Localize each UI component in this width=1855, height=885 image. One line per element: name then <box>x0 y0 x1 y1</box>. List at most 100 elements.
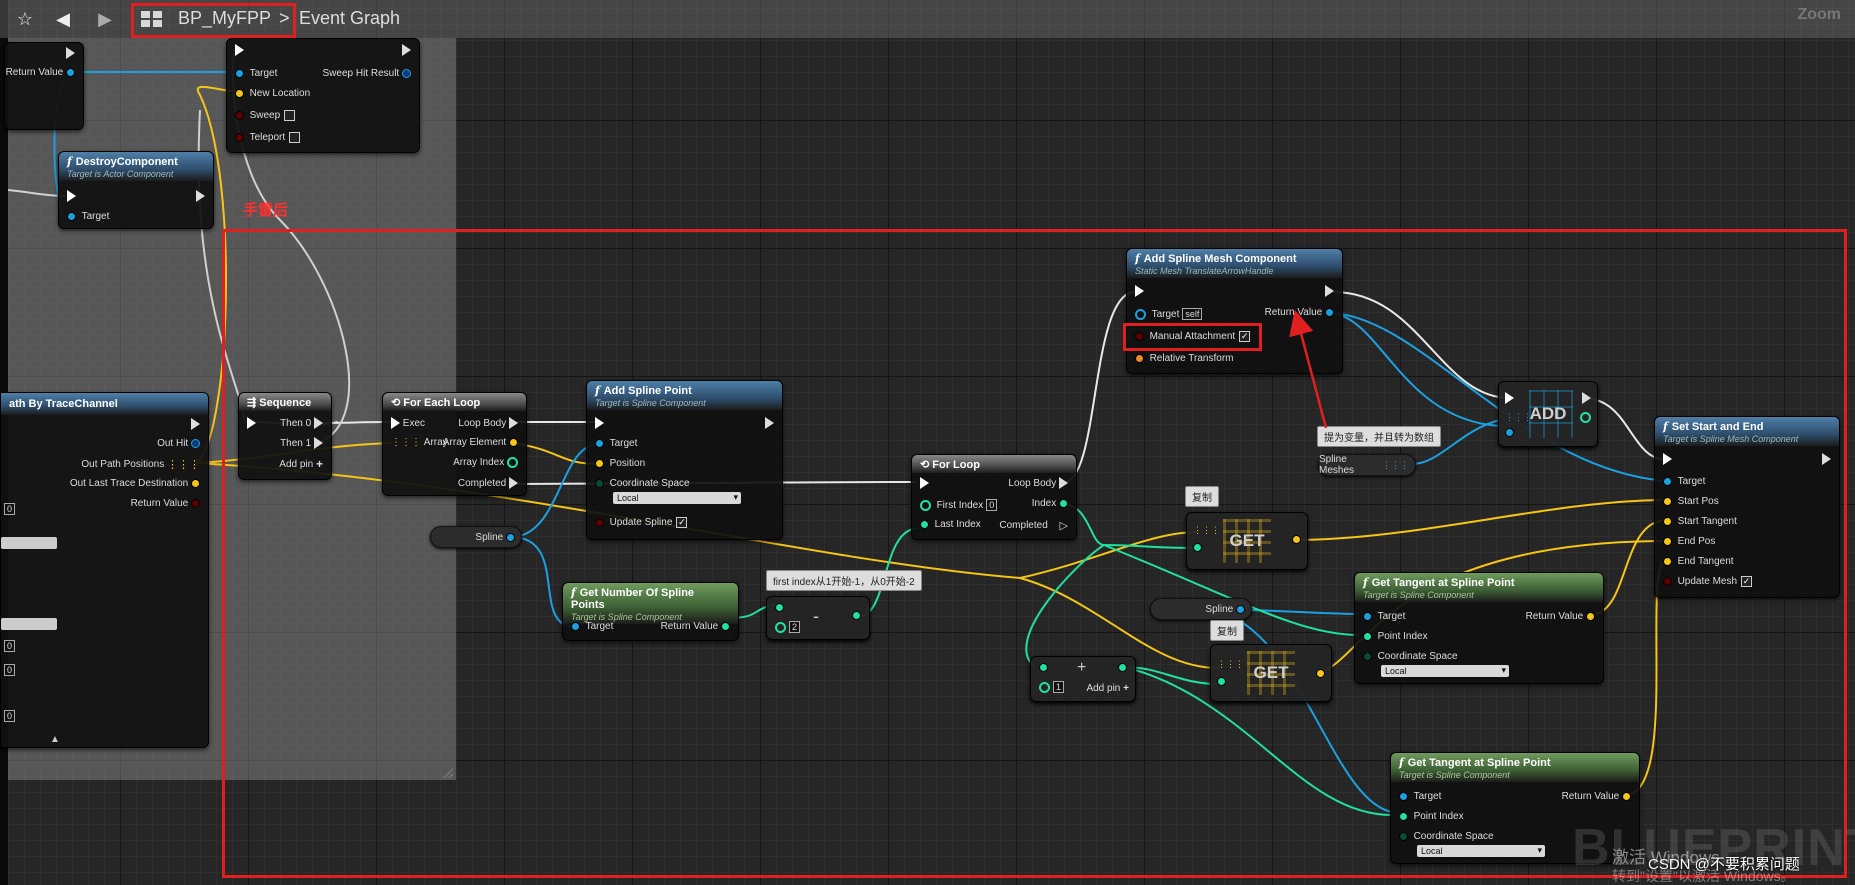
return-value-pin[interactable] <box>191 499 200 508</box>
variable-out-pin[interactable] <box>506 532 515 542</box>
field-a-input[interactable]: 0 <box>4 503 16 515</box>
add-pin-button[interactable]: Add pin + <box>279 457 323 471</box>
node-set-location[interactable]: Target Sweep Hit Result New Location Swe… <box>226 38 420 153</box>
comment-resize-handle[interactable] <box>443 768 453 778</box>
array-index-pin[interactable] <box>507 457 518 468</box>
node-get-2[interactable]: GET ⋮⋮⋮ <box>1210 644 1332 702</box>
sweep-hit-result-pin[interactable] <box>402 69 411 78</box>
array-pin-icon[interactable]: ⋮⋮⋮ <box>1382 459 1409 470</box>
dropdown-b[interactable] <box>1 618 57 630</box>
out-hit-pin[interactable] <box>191 439 200 448</box>
exec-in-pin[interactable] <box>67 190 76 202</box>
exec-out-pin[interactable] <box>196 190 205 202</box>
input-b-value[interactable]: 1 <box>1053 681 1065 693</box>
exec-in-pin[interactable] <box>595 417 604 429</box>
array-element-pin[interactable] <box>509 438 518 447</box>
variable-out-pin[interactable] <box>1236 604 1245 614</box>
return-value-pin[interactable] <box>721 622 730 631</box>
loop-body-pin[interactable] <box>509 417 518 429</box>
exec-out-pin[interactable] <box>66 47 75 59</box>
out-last-trace-pin[interactable] <box>191 479 200 488</box>
input-a-pin[interactable] <box>1039 663 1048 672</box>
star-icon[interactable]: ☆ <box>16 8 34 29</box>
then0-pin[interactable] <box>314 417 323 429</box>
node-for-each-loop[interactable]: ⟲ For Each Loop Exec ⋮⋮⋮ Array Loop Body… <box>382 392 527 496</box>
exec-in-pin[interactable] <box>235 44 244 56</box>
target-pin[interactable] <box>1363 612 1372 621</box>
target-pin[interactable] <box>595 439 604 448</box>
output-pin[interactable] <box>1118 663 1127 672</box>
node-spline-meshes-variable[interactable]: Spline Meshes ⋮⋮⋮ <box>1318 454 1416 476</box>
item-in-pin[interactable] <box>1505 428 1514 437</box>
coordinate-space-pin[interactable] <box>1399 832 1408 841</box>
exec-out-pin[interactable] <box>1582 392 1591 404</box>
coordinate-space-pin[interactable] <box>595 479 604 488</box>
index-pin[interactable] <box>1059 499 1068 508</box>
node-get-1[interactable]: GET ⋮⋮⋮ <box>1186 512 1308 570</box>
exec-in-pin[interactable] <box>1135 285 1144 297</box>
add-pin-button[interactable]: Add pin + <box>1086 683 1129 694</box>
array-in-pin[interactable]: ⋮⋮⋮ <box>1505 412 1532 422</box>
manual-attachment-pin[interactable] <box>1135 332 1144 341</box>
input-b-pin[interactable] <box>775 621 786 633</box>
update-mesh-checkbox[interactable]: ✓ <box>1741 576 1753 587</box>
breadcrumb-graph[interactable]: Event Graph <box>299 8 401 28</box>
coordinate-space-dropdown[interactable]: Local <box>1381 665 1509 677</box>
first-index-pin[interactable] <box>920 499 931 511</box>
input-a-pin[interactable] <box>775 603 784 612</box>
first-index-value[interactable]: 0 <box>986 499 998 511</box>
output-pin[interactable] <box>852 611 861 620</box>
return-value-pin[interactable] <box>1586 612 1595 621</box>
field-c-input[interactable]: 0 <box>4 664 16 676</box>
exec-out-pin[interactable] <box>1822 453 1831 465</box>
end-pos-pin[interactable] <box>1663 537 1672 546</box>
sweep-pin[interactable] <box>235 111 244 120</box>
exec-out-pin[interactable] <box>1325 285 1334 297</box>
array-in-pin[interactable]: ⋮⋮⋮ <box>1217 659 1244 669</box>
node-spline-variable-2[interactable]: Spline <box>1150 598 1252 620</box>
node-spline-variable-1[interactable]: Spline <box>430 526 522 548</box>
dropdown-a[interactable] <box>1 537 57 549</box>
field-b-input[interactable]: 0 <box>4 640 16 652</box>
back-arrow-icon[interactable]: ◀ <box>56 8 70 29</box>
then1-pin[interactable] <box>314 437 323 449</box>
item-out-pin[interactable] <box>1292 535 1301 544</box>
field-d-input[interactable]: 0 <box>4 710 16 722</box>
collapse-arrow-icon[interactable]: ▲ <box>50 734 60 745</box>
target-pin[interactable] <box>67 212 76 221</box>
node-sequence[interactable]: ⇶ Sequence Then 0 Then 1 Add pin + <box>238 392 332 480</box>
last-index-pin[interactable] <box>920 520 929 529</box>
exec-in-pin[interactable] <box>391 417 400 429</box>
return-value-pin[interactable] <box>1325 308 1334 317</box>
new-location-pin[interactable] <box>235 89 244 98</box>
node-trace-channel[interactable]: ath By TraceChannel Out Hit Out Path Pos… <box>0 392 209 748</box>
update-spline-checkbox[interactable]: ✓ <box>676 517 688 528</box>
target-pin[interactable] <box>235 69 244 78</box>
point-index-pin[interactable] <box>1399 812 1408 821</box>
item-out-pin[interactable] <box>1316 669 1325 678</box>
exec-out-pin[interactable] <box>191 418 200 430</box>
forward-arrow-icon[interactable]: ▶ <box>98 8 112 29</box>
target-pin[interactable] <box>1663 477 1672 486</box>
coordinate-space-dropdown[interactable]: Local <box>1417 845 1545 857</box>
start-tangent-pin[interactable] <box>1663 517 1672 526</box>
index-out-pin[interactable] <box>1580 412 1591 423</box>
loop-body-pin[interactable] <box>1059 477 1068 489</box>
target-pin[interactable] <box>1399 792 1408 801</box>
array-in-pin[interactable]: ⋮⋮⋮ <box>1193 525 1220 535</box>
array-pin-icon[interactable]: ⋮⋮⋮ <box>167 459 200 471</box>
manual-attachment-checkbox[interactable]: ✓ <box>1239 331 1251 342</box>
exec-in-pin[interactable] <box>1505 392 1514 404</box>
exec-in-pin[interactable] <box>920 477 929 489</box>
node-partial-top-left[interactable]: Return Value <box>4 42 84 130</box>
input-b-value[interactable]: 2 <box>789 621 801 633</box>
